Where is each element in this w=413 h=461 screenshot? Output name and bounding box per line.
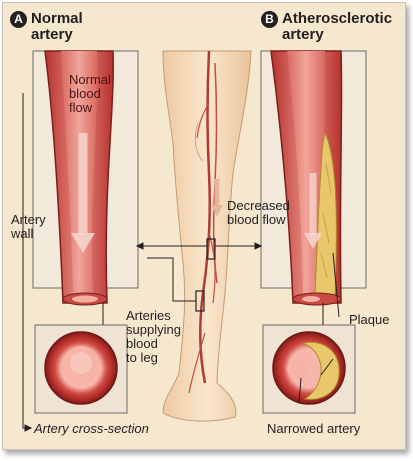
normal-flow-label-3: flow xyxy=(69,100,93,115)
arteries-leg-label-4: to leg xyxy=(126,350,158,365)
normal-flow-label-1: Normal xyxy=(69,72,111,87)
illustration xyxy=(22,50,367,432)
artery-wall-label-1: Artery xyxy=(11,212,46,227)
panel-b-box xyxy=(260,50,367,306)
panel-a-title-line1: Normal xyxy=(31,10,83,27)
panel-a-badge: A xyxy=(10,11,27,28)
decreased-flow-label-1: Decreased xyxy=(227,198,290,213)
panel-a-title-line2: artery xyxy=(31,26,73,43)
plaque-label: Plaque xyxy=(349,312,390,327)
panel-b-title-line2: artery xyxy=(282,26,324,43)
arteries-leg-label-1: Arteries xyxy=(126,308,171,323)
leg-illustration xyxy=(162,50,252,422)
narrowed-artery-label: Narrowed artery xyxy=(267,421,361,436)
diagram-frame: A Normal artery B Atherosclerotic artery… xyxy=(2,2,406,450)
leader-lines xyxy=(298,252,340,404)
cross-section-normal xyxy=(34,324,128,414)
connector-lines xyxy=(22,93,324,432)
arteries-leg-label-3: blood xyxy=(126,336,158,351)
panel-a-box xyxy=(32,50,139,306)
cross-section-label: Artery cross-section xyxy=(34,421,149,436)
panel-b-title-line1: Atherosclerotic xyxy=(282,10,393,27)
arteries-leg-label-2: supplying xyxy=(126,322,181,337)
decreased-flow-label-2: blood flow xyxy=(227,212,286,227)
panel-b-badge: B xyxy=(261,11,278,28)
cross-section-narrowed xyxy=(262,324,356,414)
artery-wall-label-2: wall xyxy=(11,226,34,241)
normal-flow-label-2: blood xyxy=(69,86,101,101)
